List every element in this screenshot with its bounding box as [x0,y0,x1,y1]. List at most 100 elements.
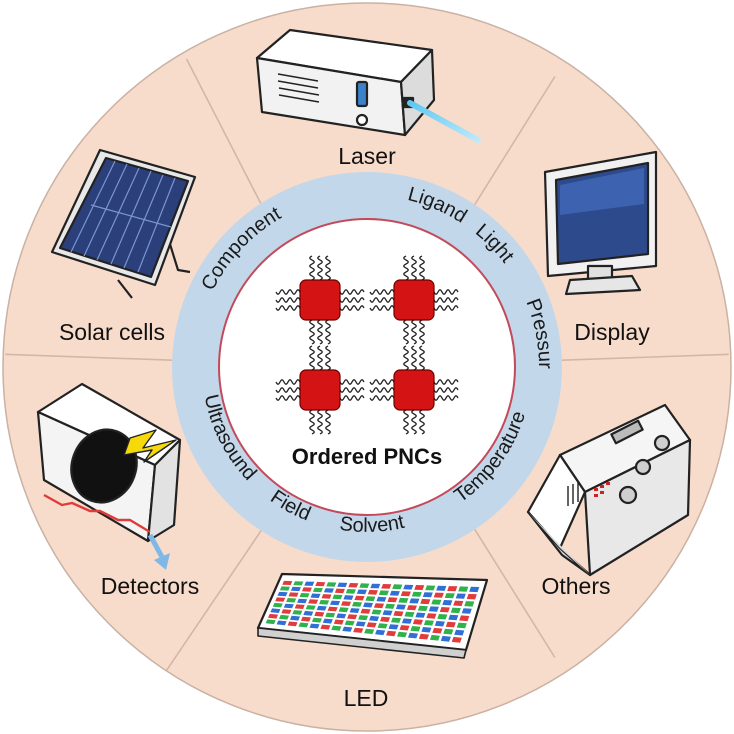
led-icon [256,572,489,659]
led-pixel [376,596,387,602]
ligand-chain [403,255,409,281]
led-pixel [436,585,447,591]
led-pixel [360,608,371,614]
led-pixel [308,599,319,604]
led-pixel [333,619,344,625]
led-pixel [334,588,345,594]
nanocrystal-cube [393,279,435,321]
ligand-chain [317,319,323,345]
ligand-chain [275,379,301,385]
label-detectors: Detectors [101,573,199,599]
led-pixel [290,615,300,621]
led-pixel [404,611,415,617]
others-icon [526,403,692,577]
led-pixel [403,584,414,590]
led-pixel [279,614,289,620]
ligand-chain [339,379,365,385]
led-pixel [287,621,298,627]
led-pixel [369,615,380,622]
ligand-chain [339,305,365,311]
led-pixel [415,612,426,618]
led-pixel [443,628,454,635]
led-pixel [282,580,293,585]
led-pixel [321,594,332,599]
ligand-chain [411,409,417,435]
label-others: Others [541,573,610,599]
ligand-chain [433,379,459,385]
led-pixel [431,599,442,605]
led-pixel [279,586,290,591]
led-pixel [292,610,303,615]
led-pixel [391,617,401,623]
led-pixel [297,598,308,604]
led-pixel [417,605,428,611]
ligand-chain [325,319,331,345]
led-pixel [283,603,294,609]
led-pixel [301,587,312,592]
led-pixel [373,603,384,609]
led-pixel [288,592,299,597]
center-disc [218,218,516,516]
led-pixel [343,595,354,600]
led-pixel [354,595,365,601]
led-pixel [464,601,475,607]
ligand-chain [325,409,331,435]
nanocrystal-cube [299,369,341,411]
led-pixel [447,586,458,592]
led-pixel [272,602,283,608]
led-pixel [366,622,377,628]
ligand-chain [275,297,301,303]
led-pixel [290,586,301,592]
led-pixel [434,620,445,627]
led-pixel [377,623,388,629]
ligand-chain [369,305,395,311]
led-pixel [300,616,311,622]
led-pixel [420,598,431,605]
led-pixel [445,621,456,628]
led-pixel [344,620,355,626]
ligand-chain [275,289,301,295]
ligand-chain [317,345,323,371]
led-pixel [414,585,425,590]
led-pixel [323,588,334,593]
led-pixel [276,620,287,626]
ligand-chain [411,345,417,371]
led-pixel [386,630,397,637]
led-pixel [281,609,292,614]
led-pixel [319,600,330,605]
led-pixel [286,598,297,603]
led-pixel [338,607,349,613]
led-pixel [384,603,395,609]
led-pixel [399,625,410,631]
ligand-chain [369,395,395,401]
led-pixel [429,634,440,641]
ligand-chain [317,255,323,281]
led-pixel [327,606,338,612]
led-pixel [442,600,453,606]
led-pixel [330,600,341,606]
ligand-chain [309,255,315,281]
led-pixel [432,627,443,634]
led-pixel [299,593,310,598]
led-pixel [305,605,316,610]
led-pixel [314,611,325,617]
laser-icon [255,28,481,143]
label-solar-cells: Solar cells [59,319,165,345]
ligand-chain [419,409,425,435]
led-pixel [392,584,403,590]
led-pixel [409,598,420,604]
ligand-chain [433,387,459,393]
display-icon [543,150,658,296]
led-pixel [342,626,353,632]
led-pixel [397,631,408,638]
led-pixel [450,607,461,614]
led-pixel [332,594,343,600]
factor-solvent: Solvent [338,511,406,537]
led-pixel [458,586,469,592]
led-pixel [352,601,362,607]
ligand-chain [411,319,417,345]
led-pixel [455,593,466,599]
led-pixel [316,605,327,611]
led-pixel [393,611,404,617]
ligand-chain [309,409,315,435]
